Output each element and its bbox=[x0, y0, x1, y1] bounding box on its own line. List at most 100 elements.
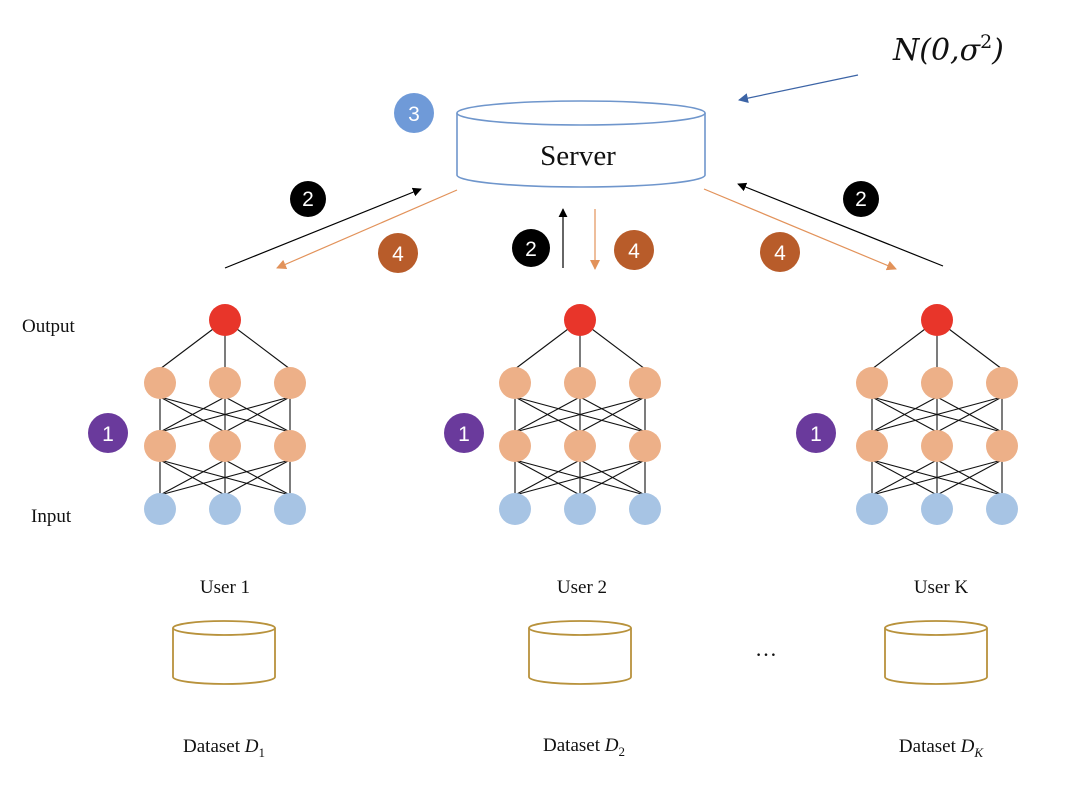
input-node bbox=[856, 493, 888, 525]
step-4-number: 4 bbox=[392, 243, 404, 266]
upload-arrow-user-1 bbox=[224, 187, 422, 269]
hidden-node bbox=[209, 367, 241, 399]
cylinder-top bbox=[528, 620, 632, 636]
server-cylinder-body bbox=[456, 113, 706, 188]
input-node bbox=[629, 493, 661, 525]
ellipsis: … bbox=[755, 636, 777, 661]
step-4-badge-user-2: 4 bbox=[614, 230, 654, 270]
network-edges bbox=[871, 319, 1003, 496]
edge bbox=[871, 396, 938, 433]
hidden-node bbox=[856, 367, 888, 399]
edge bbox=[224, 459, 291, 496]
user-k-label: User K bbox=[914, 577, 969, 598]
cylinder-body bbox=[884, 628, 988, 685]
hidden-node bbox=[274, 367, 306, 399]
network-user-2: 1 bbox=[444, 304, 661, 525]
step-3-badge: 3 bbox=[394, 93, 434, 133]
step-4-number: 4 bbox=[628, 240, 640, 263]
edge bbox=[514, 459, 581, 496]
network-user-1: 1 bbox=[88, 304, 306, 525]
noise-label: N(0,σ2) bbox=[892, 31, 1004, 68]
step-1-number: 1 bbox=[458, 423, 470, 446]
input-layer-label: Input bbox=[31, 506, 72, 527]
hidden-node bbox=[986, 367, 1018, 399]
hidden-node bbox=[856, 430, 888, 462]
step-1-number: 1 bbox=[102, 423, 114, 446]
network-edges bbox=[514, 319, 646, 496]
hidden-node bbox=[564, 367, 596, 399]
hidden-node bbox=[499, 430, 531, 462]
download-arrow-user-1 bbox=[276, 189, 458, 270]
hidden-node bbox=[921, 367, 953, 399]
dataset-cylinder-2 bbox=[528, 620, 632, 685]
input-node bbox=[921, 493, 953, 525]
hidden-node bbox=[274, 430, 306, 462]
user-networks: 1 1 1 bbox=[88, 304, 1018, 525]
dataset-cylinder-3 bbox=[884, 620, 988, 685]
user-1-label: User 1 bbox=[200, 577, 250, 598]
edge bbox=[159, 459, 291, 496]
input-node bbox=[499, 493, 531, 525]
step-4-badge-user-1: 4 bbox=[378, 233, 418, 273]
output-node bbox=[209, 304, 241, 336]
step-1-badge-user-3: 1 bbox=[796, 413, 836, 453]
output-node bbox=[564, 304, 596, 336]
user-2-label: User 2 bbox=[557, 577, 607, 598]
cylinder-top bbox=[884, 620, 988, 636]
input-node bbox=[144, 493, 176, 525]
dataset-k-label: Dataset DK bbox=[899, 736, 984, 760]
step-2-badge-user-k: 2 bbox=[843, 181, 879, 217]
edge bbox=[159, 396, 291, 433]
step-2-number: 2 bbox=[302, 188, 314, 211]
edge bbox=[514, 396, 581, 433]
network-user-3: 1 bbox=[796, 304, 1018, 525]
hidden-node bbox=[144, 430, 176, 462]
hidden-node bbox=[564, 430, 596, 462]
step-3-number: 3 bbox=[408, 103, 420, 126]
communication-arrows bbox=[224, 182, 944, 271]
input-node bbox=[209, 493, 241, 525]
input-node bbox=[986, 493, 1018, 525]
edge bbox=[159, 459, 226, 496]
step-2-number: 2 bbox=[525, 238, 537, 261]
hidden-node bbox=[144, 367, 176, 399]
download-arrow-user-k bbox=[703, 188, 897, 271]
server: Server bbox=[456, 100, 706, 188]
server-label: Server bbox=[540, 140, 616, 172]
upload-arrow-user-k bbox=[737, 182, 944, 267]
step-4-number: 4 bbox=[774, 242, 786, 265]
edge bbox=[871, 396, 1003, 433]
server-cylinder-top bbox=[456, 100, 706, 126]
hidden-node bbox=[921, 430, 953, 462]
dataset-1-label: Dataset D1 bbox=[183, 736, 265, 760]
cylinder-body bbox=[172, 628, 276, 685]
network-edges bbox=[159, 319, 291, 496]
edge bbox=[579, 459, 646, 496]
edge bbox=[514, 396, 646, 433]
hidden-node bbox=[629, 367, 661, 399]
cylinder-top bbox=[172, 620, 276, 636]
edge bbox=[224, 396, 291, 433]
step-4-badge-user-k: 4 bbox=[760, 232, 800, 272]
step-2-number: 2 bbox=[855, 188, 867, 211]
user-datasets bbox=[172, 620, 988, 685]
edge bbox=[514, 459, 646, 496]
step-2-badge-user-1: 2 bbox=[290, 181, 326, 217]
edge bbox=[936, 396, 1003, 433]
cylinder-body bbox=[528, 628, 632, 685]
step-2-badge-user-2: 2 bbox=[512, 229, 550, 267]
hidden-node bbox=[986, 430, 1018, 462]
hidden-node bbox=[499, 367, 531, 399]
edge bbox=[579, 396, 646, 433]
edge bbox=[871, 459, 1003, 496]
input-node bbox=[274, 493, 306, 525]
dataset-2-label: Dataset D2 bbox=[543, 735, 625, 759]
output-layer-label: Output bbox=[22, 316, 76, 337]
input-node bbox=[564, 493, 596, 525]
edge bbox=[871, 459, 938, 496]
step-1-number: 1 bbox=[810, 423, 822, 446]
output-node bbox=[921, 304, 953, 336]
noise-arrow bbox=[738, 74, 859, 104]
noise-source: N(0,σ2) bbox=[738, 31, 1004, 104]
